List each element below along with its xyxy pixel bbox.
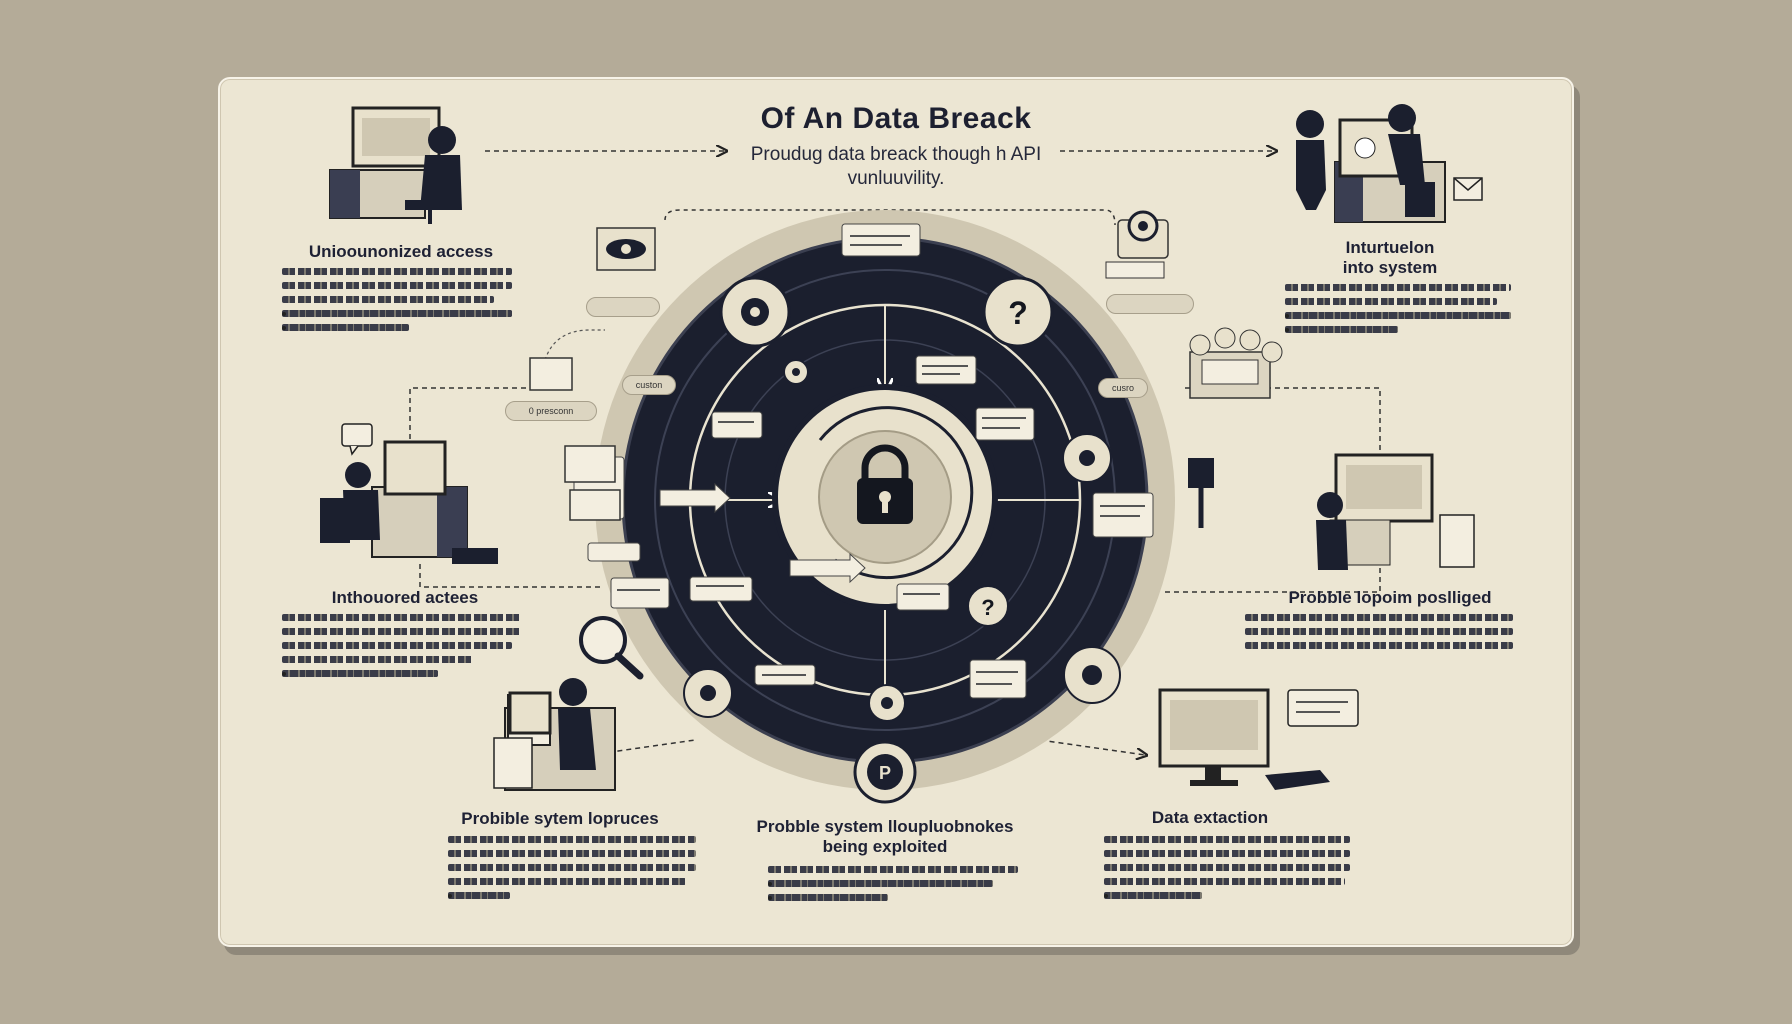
section-heading-bottom-right: Data extaction: [1151, 808, 1269, 827]
signal-post-icon: [1188, 458, 1214, 528]
bottom-connector-right: [1004, 734, 1145, 755]
bottom-center-heading-line-2: being exploited: [822, 837, 948, 856]
coin-node-icon: [1063, 646, 1121, 704]
bottom-center-heading-line-1: Probble system lloupluobnokes: [756, 817, 1014, 836]
top-right-heading-line-2: into system: [1342, 258, 1438, 277]
top-left-tag: [586, 297, 660, 317]
page-subtitle: Proudug data breack though h API vunluuv…: [0, 143, 1792, 191]
eye-icon: [596, 227, 656, 271]
speech-bubble-icon: [341, 423, 373, 456]
paragraph-bottom-right: [1104, 836, 1350, 906]
small-gear-icon: [783, 359, 809, 385]
paragraph-bottom-left: [448, 836, 696, 906]
section-heading-bottom-left: Probible sytem lopruces: [461, 809, 659, 828]
svg-text:?: ?: [981, 595, 994, 620]
question-icon: ?: [982, 276, 1054, 348]
camera-node-icon: [1062, 433, 1112, 483]
bottom-emblem-icon: P: [853, 740, 917, 804]
subtitle-line-1: Proudug data breack though h API: [750, 144, 1042, 165]
left-ring-tag: custon: [622, 375, 676, 395]
top-right-heading-line-1: Inturtuelon: [1345, 238, 1435, 257]
question-bubble-icon: ?: [967, 585, 1009, 627]
paragraph-bottom-center: [768, 866, 1018, 908]
section-heading-mid-right: Probble lopoim poslliged: [1288, 588, 1492, 607]
magnifier-icon: [579, 616, 644, 680]
paragraph-mid-right: [1245, 614, 1513, 656]
paragraph-top-left: [282, 268, 512, 338]
svg-text:?: ?: [1008, 295, 1028, 331]
left-connector-lower: [419, 560, 600, 588]
dashed-curve-left: [544, 329, 605, 361]
section-heading-top-left: Unioounonized access: [308, 242, 494, 261]
person-at-computer-icon-4: [1316, 453, 1475, 570]
key-node-icon: [868, 684, 906, 722]
left-tag: 0 presconn: [505, 401, 597, 421]
section-heading-mid-left: Inthouored actees: [331, 588, 479, 607]
right-ring-tag: cusro: [1098, 378, 1148, 398]
ring-arrows: [659, 482, 866, 584]
person-at-computer-icon: [329, 106, 462, 224]
section-heading-bottom-center: Probble system lloupluobnokes being expl…: [745, 817, 1025, 857]
lock-icon: [857, 444, 913, 524]
mail-icon: [1453, 177, 1483, 201]
camera-icon: [1105, 210, 1169, 279]
person-at-computer-icon-5: [493, 678, 616, 791]
section-heading-top-right: Inturtuelon into system: [1310, 238, 1470, 278]
arc-connector-top: [664, 209, 1116, 226]
computer-monitor-icon: [1158, 688, 1359, 790]
bottom-connector-left: [554, 739, 696, 761]
top-right-tag: [1106, 294, 1194, 314]
paragraph-top-right: [1285, 284, 1511, 340]
card-text-lines: [617, 235, 1145, 685]
paragraph-mid-left: [282, 614, 522, 684]
tools-node-icon: [683, 668, 733, 718]
inner-ring-arrow: [818, 406, 974, 580]
document-stack-icon: [529, 357, 621, 521]
page-title: Of An Data Breack: [760, 102, 1032, 135]
left-connector-upper: [409, 387, 535, 460]
gear-icon: [719, 276, 791, 348]
svg-text:P: P: [879, 763, 891, 783]
subtitle-line-2: vunluuvility.: [847, 168, 945, 189]
person-at-computer-icon-3: [320, 440, 498, 564]
server-cluster-icon: [1189, 327, 1283, 399]
person-at-computer-icon-2: [1296, 104, 1446, 223]
